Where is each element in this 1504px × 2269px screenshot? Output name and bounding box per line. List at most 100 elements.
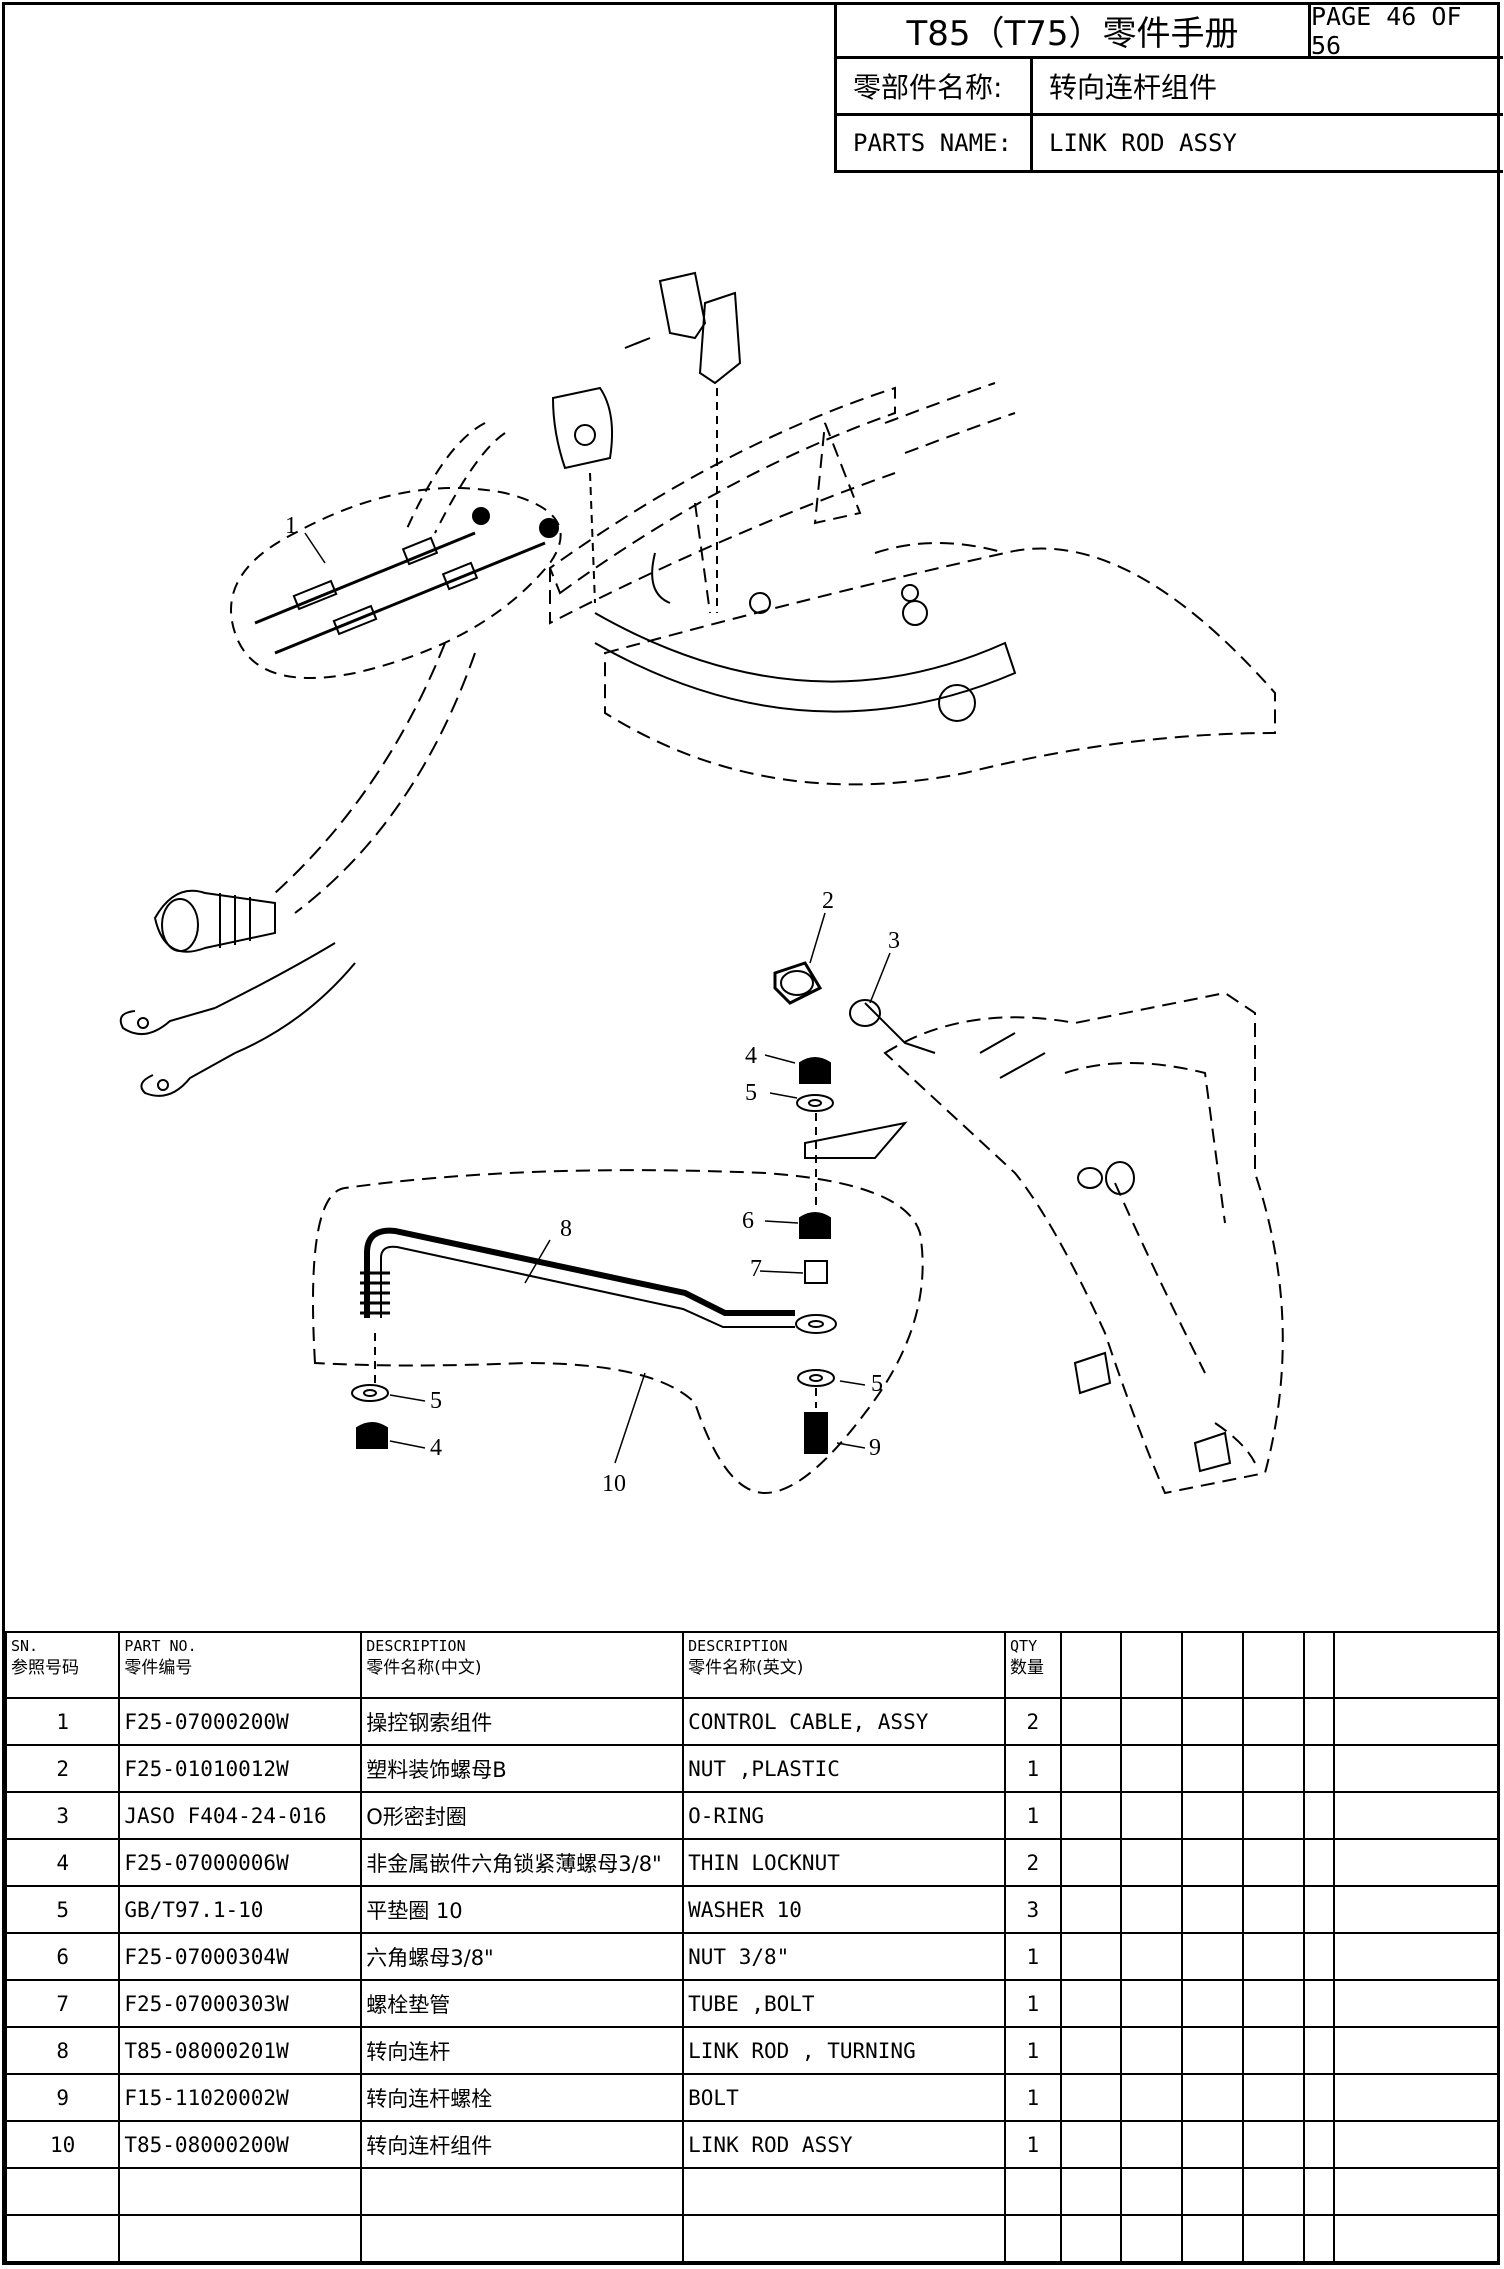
control-cables [254, 507, 559, 914]
cell-blank [1332, 2167, 1500, 2216]
manual-title: T85（T75）零件手册 [837, 5, 1311, 59]
cell-blank [1181, 2167, 1244, 2216]
exploded-diagram: 1 2 3 4 5 6 7 8 5 4 10 5 9 [119, 271, 1284, 1497]
cell-part: F25-07000200W [118, 1697, 363, 1746]
cell-cn: 非金属嵌件六角锁紧薄螺母3/8" [360, 1838, 685, 1887]
swivel-bracket [883, 991, 1284, 1495]
cell-blank [1120, 2026, 1184, 2075]
cell-en: CONTROL CABLE, ASSY [682, 1697, 1007, 1746]
cell-blank [1120, 2167, 1184, 2216]
cell-part: GB/T97.1-10 [118, 1885, 363, 1934]
cell-part: F25-07000006W [118, 1838, 363, 1887]
bracket-frame-solid [594, 552, 1017, 722]
cell-blank [1181, 1932, 1244, 1981]
table-row [4, 2167, 1500, 2216]
cell-blank [1332, 1791, 1500, 1840]
cell-blank [1059, 1932, 1123, 1981]
cell-en: LINK ROD , TURNING [682, 2026, 1007, 2075]
cell-blank [1059, 1838, 1123, 1887]
cell-blank [1332, 1697, 1500, 1746]
wiring-harness [119, 889, 356, 1097]
table-row [4, 2214, 1500, 2263]
cell-blank [1241, 1744, 1305, 1793]
cell-qty: 1 [1004, 2026, 1062, 2075]
cell-qty [1004, 2214, 1062, 2263]
cell-blank [1332, 2026, 1500, 2075]
cell-sn [4, 2214, 121, 2263]
cell-part: F25-01010012W [118, 1744, 363, 1793]
link-rod-enclosure [312, 1169, 924, 1495]
header-part-no: PART NO.零件编号 [118, 1631, 363, 1699]
cell-blank [1181, 1838, 1244, 1887]
cell-sn: 3 [4, 1791, 121, 1840]
callout-3: 3 [888, 928, 900, 954]
cell-qty: 2 [1004, 1697, 1062, 1746]
cell-blank [1302, 1744, 1335, 1793]
cell-blank [1059, 1791, 1123, 1840]
cell-cn: 螺栓垫管 [360, 1979, 685, 2028]
cell-part: F25-07000304W [118, 1932, 363, 1981]
cell-sn: 1 [4, 1697, 121, 1746]
cell-sn: 10 [4, 2120, 121, 2169]
cell-blank [1302, 2167, 1335, 2216]
cell-qty: 3 [1004, 1885, 1062, 1934]
cell-cn: 转向连杆组件 [360, 2120, 685, 2169]
cell-part: F15-11020002W [118, 2073, 363, 2122]
cell-blank [1241, 2167, 1305, 2216]
cell-blank [1332, 1979, 1500, 2028]
parts-name-label-cn: 零部件名称: [837, 59, 1033, 116]
callout-6: 6 [742, 1208, 754, 1234]
cell-qty: 2 [1004, 1838, 1062, 1887]
cell-cn [360, 2214, 685, 2263]
cell-qty: 1 [1004, 1744, 1062, 1793]
cell-blank [1059, 2026, 1123, 2075]
cell-en: WASHER 10 [682, 1885, 1007, 1934]
cell-blank [1302, 2026, 1335, 2075]
cell-blank [1302, 1838, 1335, 1887]
cell-part: T85-08000201W [118, 2026, 363, 2075]
cell-blank [1241, 1791, 1305, 1840]
cell-cn: 转向连杆 [360, 2026, 685, 2075]
callout-5c: 5 [871, 1371, 883, 1397]
cell-blank [1120, 1932, 1184, 1981]
cell-blank [1302, 1791, 1335, 1840]
cell-qty: 1 [1004, 2073, 1062, 2122]
cell-blank [1241, 1979, 1305, 2028]
cell-blank [1181, 2073, 1244, 2122]
cell-en: THIN LOCKNUT [682, 1838, 1007, 1887]
cell-sn: 6 [4, 1932, 121, 1981]
cell-blank [1120, 1791, 1184, 1840]
callout-10: 10 [602, 1471, 626, 1497]
cell-sn: 2 [4, 1744, 121, 1793]
cell-blank [1241, 2214, 1305, 2263]
cell-sn: 5 [4, 1885, 121, 1934]
upper-clip-parts [551, 271, 742, 613]
callout-9: 9 [869, 1435, 881, 1461]
cell-blank [1241, 1932, 1305, 1981]
cell-en: TUBE ,BOLT [682, 1979, 1007, 2028]
cell-sn: 7 [4, 1979, 121, 2028]
cell-en [682, 2214, 1007, 2263]
cell-part [118, 2167, 363, 2216]
cell-blank [1332, 1838, 1500, 1887]
cell-blank [1332, 1932, 1500, 1981]
parts-name-label-en: PARTS NAME: [837, 116, 1033, 170]
cell-blank [1181, 2214, 1244, 2263]
leader-lines [304, 532, 891, 1464]
cell-blank [1241, 1838, 1305, 1887]
callout-labels: 1 2 3 4 5 6 7 8 5 4 10 5 9 [285, 513, 900, 1497]
callout-4b: 4 [430, 1435, 442, 1461]
title-block: T85（T75）零件手册 PAGE 46 OF 56 零部件名称: 转向连杆组件… [834, 2, 1503, 173]
cell-sn: 4 [4, 1838, 121, 1887]
cell-blank [1181, 1791, 1244, 1840]
callout-5b: 5 [430, 1388, 442, 1414]
parts-name-value-en: LINK ROD ASSY [1049, 129, 1237, 157]
